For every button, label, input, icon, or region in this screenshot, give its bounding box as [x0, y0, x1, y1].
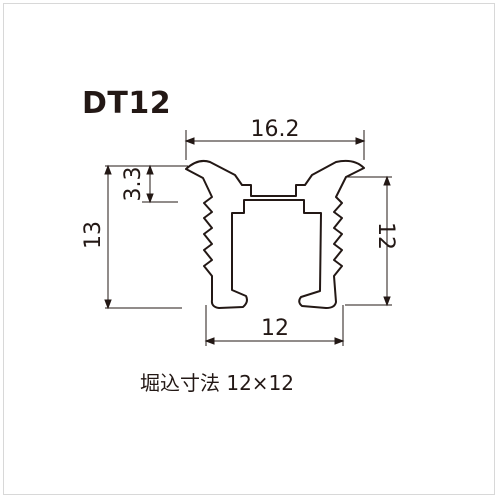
dimension-body-width — [204, 305, 345, 346]
dimension-body-height-label: 12 — [373, 222, 398, 250]
image-frame — [3, 3, 495, 495]
dimension-flange-height-label: 3.3 — [121, 167, 146, 202]
dimension-flange-height — [142, 164, 188, 204]
recess-dimension-caption: 堀込寸法 12×12 — [140, 371, 295, 395]
profile-outline — [185, 159, 365, 309]
dimension-top-width-label: 16.2 — [251, 117, 300, 142]
model-title: DT12 — [82, 86, 172, 121]
dimension-body-height — [345, 175, 392, 307]
dimension-body-width-label: 12 — [261, 316, 289, 341]
dimension-top-width — [184, 130, 366, 160]
dimension-total-height — [104, 164, 188, 310]
dimension-total-height-label: 13 — [81, 221, 106, 249]
